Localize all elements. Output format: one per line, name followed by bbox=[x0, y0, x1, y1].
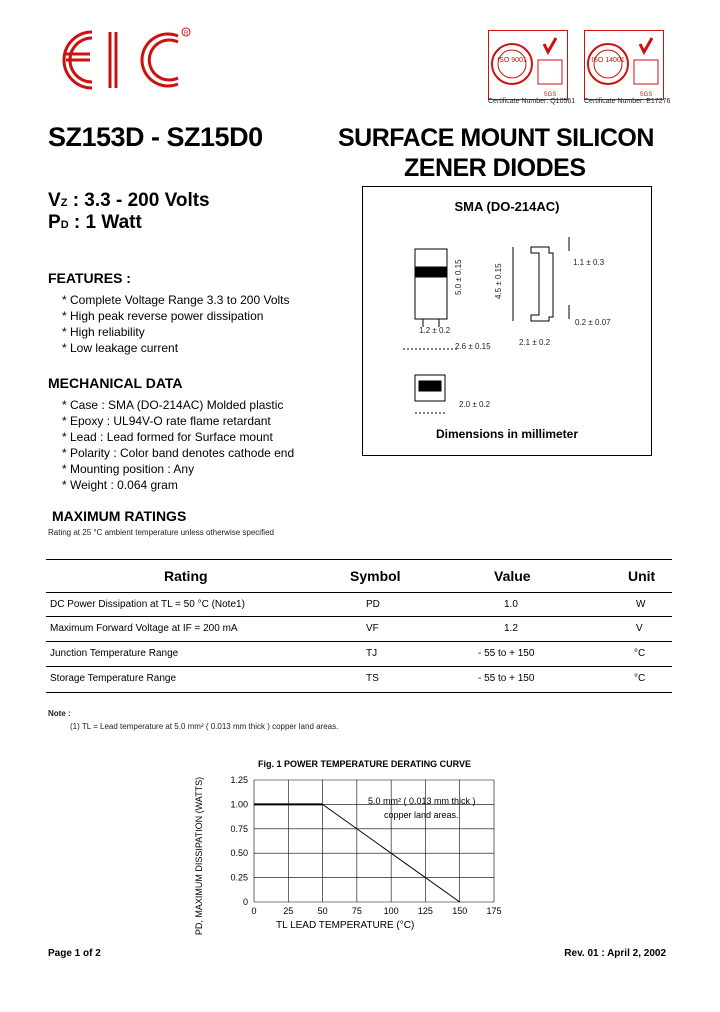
svg-text:5.0 ± 0.15: 5.0 ± 0.15 bbox=[454, 259, 463, 295]
chart-xlabel: TL LEAD TEMPERATURE (°C) bbox=[276, 920, 414, 931]
list-item: * Weight : 0.064 gram bbox=[62, 478, 178, 492]
eic-logo: R bbox=[62, 27, 191, 90]
y-tick-label: 1.00 bbox=[230, 799, 248, 809]
iso-14001-certificate: ISO 14001 SGS bbox=[584, 30, 664, 100]
y-tick-label: 0 bbox=[243, 897, 248, 907]
list-item: * Epoxy : UL94V-O rate flame retardant bbox=[62, 414, 271, 428]
svg-text:2.1 ± 0.2: 2.1 ± 0.2 bbox=[519, 338, 551, 347]
note-item: (1) TL = Lead temperature at 5.0 mm² ( 0… bbox=[70, 722, 339, 731]
svg-text:SGS: SGS bbox=[640, 92, 653, 98]
derating-curve-slope bbox=[322, 803, 461, 903]
mechanical-heading: MECHANICAL DATA bbox=[48, 375, 183, 391]
x-tick-label: 0 bbox=[251, 906, 256, 916]
column-header-symbol: Symbol bbox=[350, 568, 401, 584]
list-item: * Mounting position : Any bbox=[62, 462, 195, 476]
max-ratings-heading: MAXIMUM RATINGS bbox=[52, 508, 187, 524]
svg-text:SGS: SGS bbox=[544, 92, 557, 98]
chart-title: Fig. 1 POWER TEMPERATURE DERATING CURVE bbox=[258, 759, 472, 769]
table-cell-unit: V bbox=[636, 623, 643, 634]
svg-text:R: R bbox=[184, 31, 189, 37]
svg-text:ISO 9001: ISO 9001 bbox=[497, 57, 527, 64]
table-cell-unit: °C bbox=[634, 648, 646, 659]
table-cell-value: 1.0 bbox=[504, 599, 518, 610]
list-item: * Complete Voltage Range 3.3 to 200 Volt… bbox=[62, 293, 290, 307]
part-number: SZ153D - SZ15D0 bbox=[48, 122, 263, 152]
certificate-caption-9001: Certificate Number: Q10561 bbox=[488, 98, 576, 105]
table-cell-symbol: TS bbox=[366, 673, 379, 684]
table-cell-rating: Junction Temperature Range bbox=[50, 648, 179, 659]
table-cell-symbol: VF bbox=[366, 623, 379, 634]
package-caption: Dimensions in millimeter bbox=[435, 427, 579, 441]
column-header-unit: Unit bbox=[628, 568, 656, 584]
list-item: * Polarity : Color band denotes cathode … bbox=[62, 446, 295, 460]
ratings-note: Rating at 25 °C ambient temperature unle… bbox=[48, 528, 274, 537]
revision: Rev. 01 : April 2, 2002 bbox=[564, 948, 666, 959]
chart-ylabel: PD, MAXIMUM DISSIPATION (WATTS) bbox=[194, 777, 204, 935]
column-header-rating: Rating bbox=[164, 568, 208, 584]
table-cell-value: - 55 to + 150 bbox=[478, 673, 535, 684]
mechanical-list: * Case : SMA (DO-214AC) Molded plastic *… bbox=[62, 397, 294, 493]
table-cell-symbol: PD bbox=[366, 599, 380, 610]
list-item: * High reliability bbox=[62, 325, 145, 339]
y-tick-label: 0.75 bbox=[230, 824, 248, 834]
column-header-value: Value bbox=[494, 568, 531, 584]
zener-voltage-spec: VZ : 3.3 - 200 Volts bbox=[48, 190, 210, 211]
table-cell-symbol: TJ bbox=[366, 648, 378, 659]
x-tick-label: 25 bbox=[283, 906, 293, 916]
svg-text:1.1 ± 0.3: 1.1 ± 0.3 bbox=[573, 258, 605, 267]
package-title: SMA (DO-214AC) bbox=[454, 199, 560, 214]
x-tick-label: 50 bbox=[318, 906, 328, 916]
title-line-1: SURFACE MOUNT SILICON bbox=[338, 124, 654, 152]
svg-text:2.6 ± 0.15: 2.6 ± 0.15 bbox=[455, 342, 491, 351]
list-item: * Case : SMA (DO-214AC) Molded plastic bbox=[62, 398, 284, 412]
table-cell-value: 1.2 bbox=[504, 623, 518, 634]
svg-text:4.5 ± 0.15: 4.5 ± 0.15 bbox=[494, 263, 503, 299]
page-number: Page 1 of 2 bbox=[48, 948, 101, 959]
x-tick-label: 75 bbox=[352, 906, 362, 916]
package-outline-box: SMA (DO-214AC) 5.0 ± 0.15 4.5 ± 0.15 1.2… bbox=[362, 186, 652, 456]
certificate-caption-14001: Certificate Number: E17276 bbox=[584, 98, 671, 105]
svg-text:2.0 ± 0.2: 2.0 ± 0.2 bbox=[459, 400, 491, 409]
power-dissipation-spec: PD : 1 Watt bbox=[48, 212, 142, 233]
table-cell-rating: Maximum Forward Voltage at IF = 200 mA bbox=[50, 623, 238, 634]
title-line-2: ZENER DIODES bbox=[404, 154, 586, 182]
package-drawing: 5.0 ± 0.15 4.5 ± 0.15 1.2 ± 0.2 2.6 ± 0.… bbox=[403, 237, 611, 414]
table-cell-unit: °C bbox=[634, 673, 646, 684]
x-tick-label: 150 bbox=[452, 906, 467, 916]
x-tick-label: 100 bbox=[384, 906, 399, 916]
y-tick-label: 0.25 bbox=[230, 873, 248, 883]
svg-text:ISO 14001: ISO 14001 bbox=[591, 57, 625, 64]
table-cell-rating: DC Power Dissipation at TL = 50 °C (Note… bbox=[50, 599, 245, 610]
list-item: * High peak reverse power dissipation bbox=[62, 309, 264, 323]
features-heading: FEATURES : bbox=[48, 270, 131, 286]
y-tick-label: 0.50 bbox=[230, 848, 248, 858]
table-cell-value: - 55 to + 150 bbox=[478, 648, 535, 659]
note-heading: Note : bbox=[48, 709, 71, 718]
chart-annotation-1: 5.0 mm² ( 0.013 mm thick ) bbox=[368, 796, 476, 806]
features-list: * Complete Voltage Range 3.3 to 200 Volt… bbox=[62, 292, 290, 356]
chart-annotation-2: copper land areas. bbox=[384, 810, 459, 820]
table-cell-unit: W bbox=[636, 599, 646, 610]
list-item: * Low leakage current bbox=[62, 341, 179, 355]
table-cell-rating: Storage Temperature Range bbox=[50, 673, 177, 684]
list-item: * Lead : Lead formed for Surface mount bbox=[62, 430, 273, 444]
x-tick-label: 125 bbox=[418, 906, 433, 916]
x-tick-label: 175 bbox=[486, 906, 501, 916]
derating-chart: 0 25 50 75 100 125 150 175 0 0.25 0.50 0.75 1.00 1.25… bbox=[194, 775, 502, 935]
y-tick-label: 1.25 bbox=[230, 775, 248, 785]
iso-9001-certificate: ISO 9001 SGS bbox=[488, 30, 568, 100]
svg-text:0.2 ± 0.07: 0.2 ± 0.07 bbox=[575, 318, 611, 327]
svg-text:1.2 ± 0.2: 1.2 ± 0.2 bbox=[419, 326, 451, 335]
